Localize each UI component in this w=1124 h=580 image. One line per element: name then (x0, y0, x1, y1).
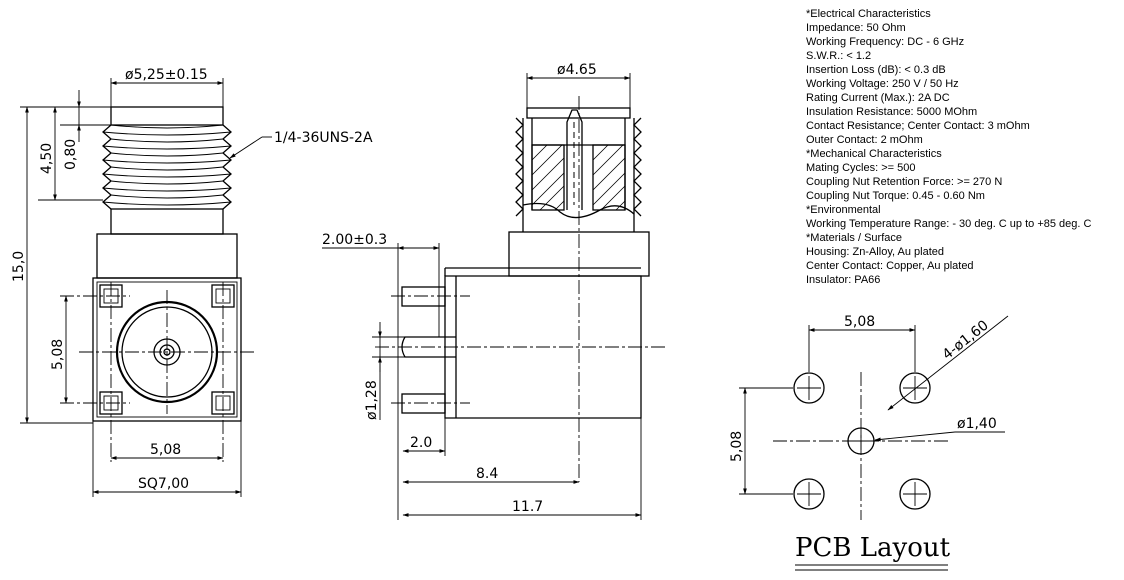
length-c-label: 11.7 (512, 499, 543, 515)
pcb-layout: 5,08 5,08 4-ø1,60 ø1,40 PCB Layout (729, 314, 1009, 571)
spec-line: *Mechanical Characteristics (806, 148, 942, 160)
spec-line: Working Frequency: DC - 6 GHz (806, 36, 965, 48)
spec-line: *Materials / Surface (806, 232, 902, 244)
thread-diameter-label: ø5,25±0.15 (125, 67, 208, 83)
pin-pitch-v-label: 5,08 (50, 339, 66, 370)
pcb-hole-bottom-left (793, 478, 825, 510)
spec-line: *Electrical Characteristics (806, 8, 931, 20)
body-size-label: SQ7,00 (138, 476, 189, 492)
pcb-pitch-v-label: 5,08 (729, 431, 745, 462)
length-b-label: 8.4 (476, 466, 498, 482)
spec-line: Center Contact: Copper, Au plated (806, 260, 974, 272)
length-a-label: 2.0 (410, 435, 432, 451)
spec-line: S.W.R.: < 1.2 (806, 50, 872, 62)
front-view: ø5,25±0.15 1/4-36UNS-2A 15,0 4,50 0,80 5… (11, 67, 373, 497)
spec-line: Rating Current (Max.): 2A DC (806, 92, 950, 104)
spec-line: Working Voltage: 250 V / 50 Hz (806, 78, 959, 90)
spec-line: Coupling Nut Retention Force: >= 270 N (806, 176, 1003, 188)
spec-line: *Environmental (806, 204, 881, 216)
pcb-hole-center-label: ø1,40 (957, 416, 997, 432)
pin-diameter-label: ø1,28 (364, 380, 380, 420)
collar-label: 0,80 (63, 139, 79, 170)
pcb-layout-title: PCB Layout (795, 533, 951, 563)
spec-line: Coupling Nut Torque: 0.45 - 0.60 Nm (806, 190, 985, 202)
pcb-hole-top-right (899, 372, 931, 404)
thread-length-label: 4,50 (39, 143, 55, 174)
total-height-label: 15,0 (11, 251, 27, 282)
spec-line: Insulator: PA66 (806, 274, 881, 286)
pcb-pitch-h-label: 5,08 (844, 314, 875, 330)
thread-profile (102, 124, 232, 210)
pin-pitch-h-label: 5,08 (150, 442, 181, 458)
pcb-hole-bottom-right (899, 478, 931, 510)
pin-offset-label: 2.00±0.3 (322, 232, 387, 248)
spec-line: Mating Cycles: >= 500 (806, 162, 916, 174)
section-hatch (531, 144, 626, 211)
top-diameter-label: ø4.65 (557, 62, 597, 78)
spec-line: Insertion Loss (dB): < 0.3 dB (806, 64, 946, 76)
spec-line: Outer Contact: 2 mOhm (806, 134, 923, 146)
spec-line: Impedance: 50 Ohm (806, 22, 906, 34)
pcb-hole-outer-label: 4-ø1,60 (940, 317, 992, 363)
spec-line: Insulation Resistance: 5000 MOhm (806, 106, 978, 118)
side-view: ø4.65 2.00±0.3 ø1,28 2.0 8.4 11.7 (322, 62, 665, 520)
spec-line: Working Temperature Range: - 30 deg. C u… (806, 218, 1092, 230)
thread-spec-label: 1/4-36UNS-2A (274, 130, 373, 146)
spec-line: Housing: Zn-Alloy, Au plated (806, 246, 944, 258)
pcb-hole-top-left (793, 372, 825, 404)
spec-line: Contact Resistance; Center Contact: 3 mO… (806, 120, 1030, 132)
